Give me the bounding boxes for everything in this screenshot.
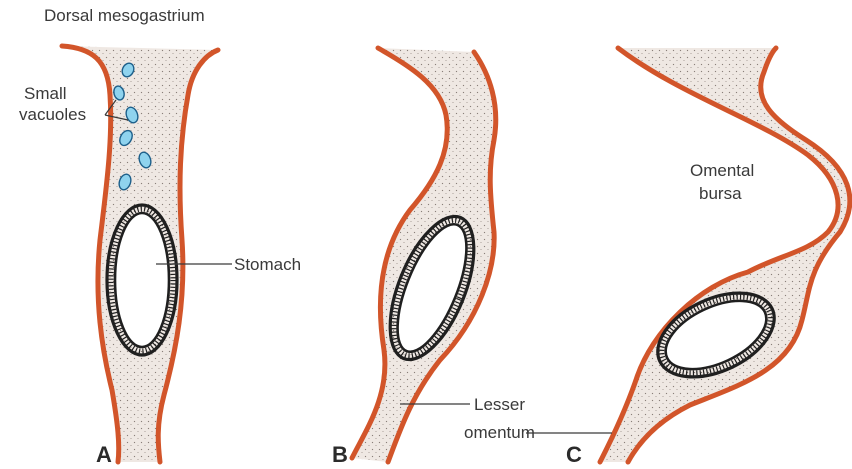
lesser-omentum-label-line2: omentum [464, 423, 535, 442]
omental-bursa-label-line1: Omental [690, 161, 754, 180]
small-vacuoles-label-line1: Small [24, 84, 67, 103]
panel-c: C [566, 48, 850, 467]
lesser-omentum-label-line1: Lesser [474, 395, 525, 414]
panel-a-stomach [107, 205, 177, 355]
stomach-label: Stomach [234, 255, 301, 274]
dorsal-mesogastrium-label: Dorsal mesogastrium [44, 6, 205, 25]
omental-bursa-label-line2: bursa [699, 184, 742, 203]
panel-b-letter: B [332, 442, 348, 467]
small-vacuoles-label-line2: vacuoles [19, 105, 86, 124]
panel-a-letter: A [96, 442, 112, 467]
panel-c-letter: C [566, 442, 582, 467]
